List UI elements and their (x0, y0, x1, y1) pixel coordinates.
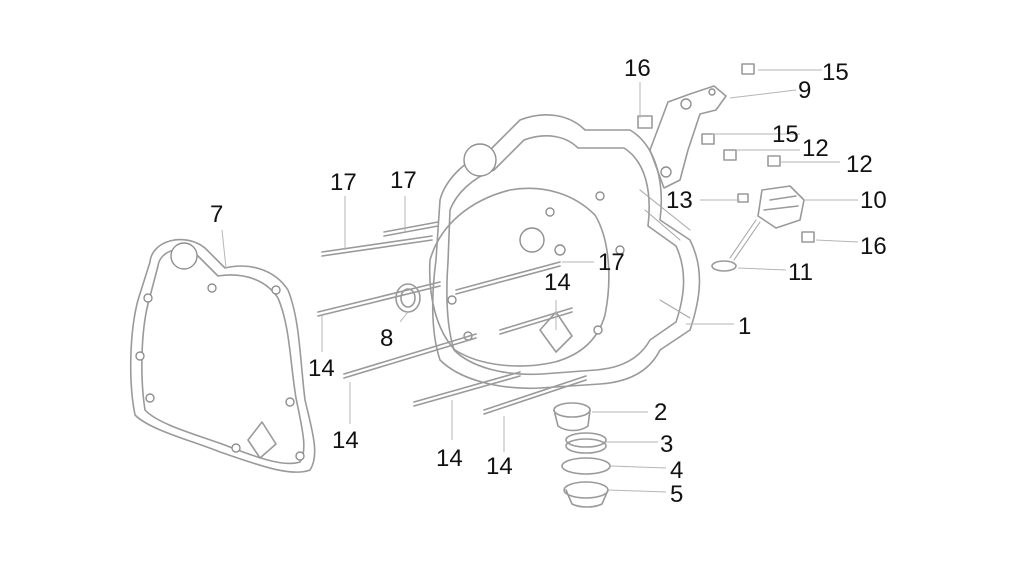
gasket-part-7 (129, 238, 316, 473)
callout-12-right: 12 (846, 151, 873, 178)
callout-2: 2 (654, 399, 667, 426)
small-bolts (637, 63, 815, 243)
callout-5: 5 (670, 481, 683, 508)
cap-part-10 (729, 185, 805, 261)
callout-15-middle: 15 (772, 121, 799, 148)
callout-16-right: 16 (860, 233, 887, 260)
callout-12-left: 12 (802, 135, 829, 162)
stud-bolts-part-17 (321, 221, 561, 295)
crankcase-cover-part-1 (428, 114, 701, 390)
callout-14-lower-left: 14 (332, 427, 359, 454)
callout-7: 7 (210, 201, 223, 228)
callout-15-top: 15 (822, 59, 849, 86)
callout-labels: 7 17 17 17 16 15 9 15 12 12 13 10 16 11 … (210, 55, 887, 508)
callout-4: 4 (670, 457, 683, 484)
callout-9: 9 (798, 77, 811, 104)
callout-13: 13 (666, 187, 693, 214)
screws-part-14 (317, 281, 587, 415)
callout-17-middle: 17 (390, 167, 417, 194)
seal-stack-parts-2-5 (553, 402, 611, 508)
callout-14-center: 14 (544, 269, 571, 296)
callout-17-left: 17 (330, 169, 357, 196)
leader-lines (221, 69, 859, 493)
seal-part-11 (711, 260, 737, 272)
callout-17-right: 17 (598, 249, 625, 276)
callout-1: 1 (738, 313, 751, 340)
callout-14-lower-right: 14 (486, 453, 513, 480)
callout-16-top: 16 (624, 55, 651, 82)
callout-11: 11 (788, 259, 813, 286)
callout-3: 3 (660, 431, 673, 458)
callout-14-lower-middle: 14 (436, 445, 463, 472)
callout-8: 8 (380, 325, 393, 352)
callout-14-left: 14 (308, 355, 335, 382)
callout-10: 10 (860, 187, 887, 214)
bracket-part-9 (649, 85, 727, 189)
